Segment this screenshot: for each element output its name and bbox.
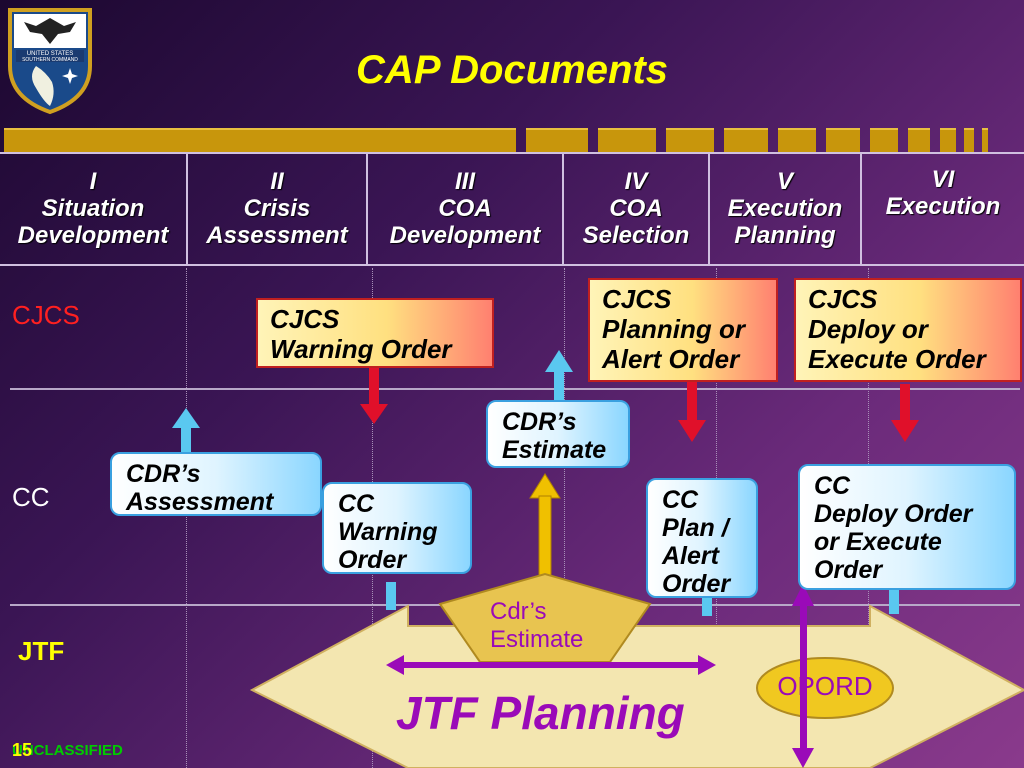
cc-deploy-line2: Deploy Order xyxy=(814,500,973,528)
row-label-cjcs: CJCS xyxy=(12,300,80,330)
jtf-cdr-estimate-line2: Estimate xyxy=(490,626,584,653)
blue-up-arrow xyxy=(172,408,200,454)
decorative-bar-segment xyxy=(982,128,988,152)
row-divider-cjcs-cc xyxy=(10,388,1020,390)
purple-vertical-arrow xyxy=(792,584,814,768)
purple-timeline-arrow xyxy=(386,655,716,675)
jtf-planning-banner xyxy=(249,604,1024,768)
phase-4-line2: Selection xyxy=(582,222,690,249)
cc-cdr-assessment: CDR’s Assessment xyxy=(110,452,322,516)
grid-line xyxy=(564,268,565,768)
phase-2-line1: Crisis xyxy=(243,195,311,222)
decorative-bar-segment xyxy=(778,128,816,152)
opord-label: OPORD xyxy=(777,671,873,701)
cjcs-planning-line1: CJCS xyxy=(602,284,672,314)
cc-plan-line3: Alert xyxy=(662,542,719,570)
cc-cdr-estimate-line1: CDR’s xyxy=(502,408,577,436)
phase-5: V Execution Planning xyxy=(710,154,862,264)
phase-5-line1: Execution xyxy=(727,195,843,222)
red-down-arrow xyxy=(678,382,706,442)
cc-warning-order-line1: CC xyxy=(338,490,375,518)
cc-deploy-line1: CC xyxy=(814,472,851,500)
classification-label: UNCLASSIFIED xyxy=(12,742,123,759)
cc-warning-order-line3: Order xyxy=(338,546,407,574)
decorative-bar-segment xyxy=(940,128,956,152)
cc-plan-line4: Order xyxy=(662,570,731,598)
cc-cdr-assessment-line1: CDR’s xyxy=(126,460,201,488)
decorative-bar-segment xyxy=(826,128,860,152)
cjcs-deploy-line3: Execute Order xyxy=(808,344,986,374)
row-label-cc: CC xyxy=(12,482,50,512)
decorative-bar xyxy=(4,128,516,152)
phase-2-line2: Assessment xyxy=(206,222,348,249)
cjcs-warning-order-line1: CJCS xyxy=(270,304,340,334)
phase-4-line1: COA xyxy=(609,195,663,222)
blue-connector xyxy=(702,598,712,616)
jtf-cdr-estimate-shape xyxy=(438,572,652,663)
cjcs-planning-line3: Alert Order xyxy=(602,344,740,374)
cc-deploy-line3: or Execute xyxy=(814,528,942,556)
cc-plan-line1: CC xyxy=(662,486,699,514)
cjcs-planning-alert-order: CJCS Planning or Alert Order xyxy=(588,278,778,382)
jtf-cdr-estimate: Cdr’s Estimate xyxy=(490,598,583,654)
page-title: CAP Documents xyxy=(356,48,668,92)
page-number: 15 xyxy=(12,740,33,760)
jtf-cdr-estimate-line1: Cdr’s xyxy=(490,598,547,625)
jtf-planning-label: JTF Planning xyxy=(396,687,685,739)
phase-3-line1: COA xyxy=(438,195,492,222)
cc-deploy-execute-order: CC Deploy Order or Execute Order xyxy=(798,464,1016,590)
cc-plan-alert-order: CC Plan / Alert Order xyxy=(646,478,758,598)
cc-cdr-estimate: CDR’s Estimate xyxy=(486,400,630,468)
decorative-bar-segment xyxy=(870,128,898,152)
cjcs-planning-line2: Planning or xyxy=(602,314,745,344)
phase-1-number: I xyxy=(89,168,97,195)
decorative-bar-segment xyxy=(666,128,714,152)
cjcs-deploy-line1: CJCS xyxy=(808,284,878,314)
seal-text-2: SOUTHERN COMMAND xyxy=(22,57,78,63)
phase-4: IV COA Selection xyxy=(564,154,710,264)
opord-ellipse xyxy=(756,657,894,719)
blue-up-arrow xyxy=(545,350,573,402)
cjcs-warning-order-line2: Warning Order xyxy=(270,334,452,364)
cjcs-warning-order: CJCS Warning Order xyxy=(256,298,494,368)
blue-connector xyxy=(386,582,396,610)
decorative-bar-segment xyxy=(964,128,974,152)
phase-2-number: II xyxy=(270,168,284,195)
cjcs-deploy-execute-order: CJCS Deploy or Execute Order xyxy=(794,278,1022,382)
decorative-bar-segment xyxy=(526,128,588,152)
phase-3-line2: Development xyxy=(389,222,541,249)
decorative-bar-segment xyxy=(908,128,930,152)
cc-cdr-assessment-line2: Assessment xyxy=(126,488,274,516)
decorative-bar-segment xyxy=(598,128,656,152)
phase-1: I Situation Development xyxy=(0,154,188,264)
cc-deploy-line4: Order xyxy=(814,556,883,584)
blue-connector xyxy=(889,590,899,614)
phase-1-line2: Development xyxy=(17,222,169,249)
red-down-arrow xyxy=(360,366,388,424)
red-down-arrow xyxy=(891,384,919,442)
phase-4-number: IV xyxy=(624,168,648,195)
phase-header: I Situation Development II Crisis Assess… xyxy=(0,152,1024,266)
phase-6: VI Execution xyxy=(862,154,1024,264)
phase-3-number: III xyxy=(454,168,475,195)
decorative-bar-segment xyxy=(724,128,768,152)
phase-5-number: V xyxy=(776,168,793,195)
cc-warning-order: CC Warning Order xyxy=(322,482,472,574)
phase-1-line1: Situation xyxy=(41,195,145,222)
cc-plan-line2: Plan / xyxy=(662,514,729,542)
phase-6-number: VI xyxy=(931,166,955,193)
phase-5-line2: Planning xyxy=(734,222,836,249)
southern-command-seal: UNITED STATES SOUTHERN COMMAND xyxy=(8,8,92,115)
gold-up-arrow xyxy=(529,473,561,579)
phase-2: II Crisis Assessment xyxy=(188,154,368,264)
phase-6-line1: Execution xyxy=(885,193,1001,220)
phase-3: III COA Development xyxy=(368,154,564,264)
cc-warning-order-line2: Warning xyxy=(338,518,438,546)
row-label-jtf: JTF xyxy=(18,636,65,666)
seal-text-1: UNITED STATES xyxy=(27,51,73,57)
cjcs-deploy-line2: Deploy or xyxy=(808,314,928,344)
grid-line xyxy=(186,268,187,768)
cc-cdr-estimate-line2: Estimate xyxy=(502,436,607,464)
